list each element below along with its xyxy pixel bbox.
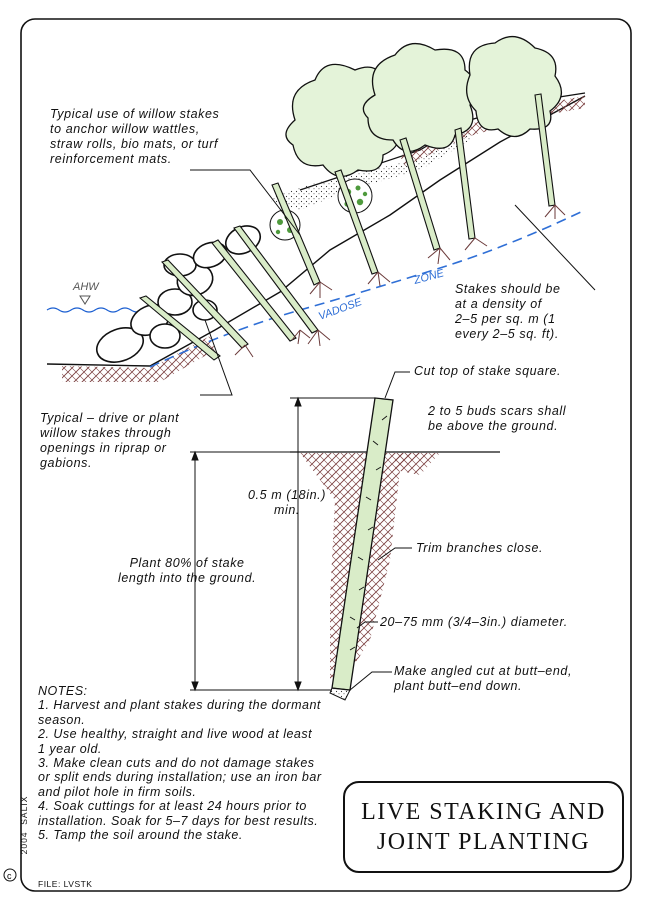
slope-scene: AHW VADOSE ZONE: [46, 36, 596, 396]
detail-soil-hatch-right: [395, 453, 440, 475]
vadose-zone-line: [149, 209, 586, 368]
title-line-1: LIVE STAKING AND: [361, 799, 606, 825]
ground-surface: [46, 95, 586, 367]
copyright-icon: [3, 868, 17, 882]
mat-layer: [268, 130, 470, 210]
note-item: 2. Use healthy, straight and live wood a…: [38, 727, 313, 756]
plant-percent-label: Plant 80% of stake length into the groun…: [118, 556, 257, 585]
stake-detail: [190, 371, 500, 701]
bud-scars: [349, 415, 388, 651]
title-line-2: JOINT PLANTING: [376, 829, 591, 855]
stake-butt-end: [329, 687, 351, 701]
copyright-c: c: [7, 871, 12, 881]
note-item: 3. Make clean cuts and do not damage sta…: [38, 756, 322, 799]
upper-stakes: [138, 93, 556, 361]
cut-top-label: Cut top of stake square.: [414, 364, 562, 378]
leader-density: [514, 204, 596, 291]
angled-cut-label: Make angled cut at butt–end, plant butt–…: [394, 664, 573, 693]
diameter-label: 20–75 mm (3/4–3in.) diameter.: [380, 615, 568, 629]
leader-anchor: [190, 169, 301, 236]
company: SALIX: [19, 795, 29, 825]
year-company-label: 2004 SALIX: [19, 795, 29, 855]
note-item: 5. Tamp the soil around the stake.: [38, 828, 243, 843]
title-block: LIVE STAKING AND JOINT PLANTING: [343, 781, 624, 873]
anchor-note: Typical use of willow stakes to anchor w…: [50, 107, 220, 166]
detail-leaders: [349, 371, 412, 691]
sheet-border: [20, 18, 632, 892]
soil-hatch: [62, 336, 215, 382]
bud-scars-label: 2 to 5 buds scars shall be above the gro…: [428, 404, 567, 433]
water-surface: [46, 307, 144, 313]
willow-canopies: [285, 36, 562, 177]
riprap-rocks: [95, 225, 262, 363]
density-note: Stakes should be at a density of 2–5 per…: [455, 282, 561, 341]
depth-label: 0.5 m (18in.) min.: [248, 488, 326, 517]
stake-roots: [234, 204, 566, 358]
riprap-note: Typical – drive or plant willow stakes t…: [40, 411, 180, 470]
notes-heading: NOTES:: [38, 684, 88, 698]
dimension-lines: [190, 396, 375, 692]
ahw-label: AHW: [72, 281, 100, 293]
note-item: 4. Soak cuttings for at least 24 hours p…: [38, 799, 319, 828]
note-item: 1. Harvest and plant stakes during the d…: [38, 698, 321, 727]
notes-block: NOTES: 1. Harvest and plant stakes durin…: [38, 684, 323, 842]
ahw-marker-icon: [79, 295, 91, 305]
file-label: FILE: LVSTK: [38, 879, 93, 889]
year: 2004: [19, 831, 29, 855]
leader-riprap: [200, 319, 233, 396]
zone-label: ZONE: [412, 267, 446, 287]
trim-label: Trim branches close.: [416, 541, 544, 555]
vadose-label: VADOSE: [317, 296, 364, 323]
